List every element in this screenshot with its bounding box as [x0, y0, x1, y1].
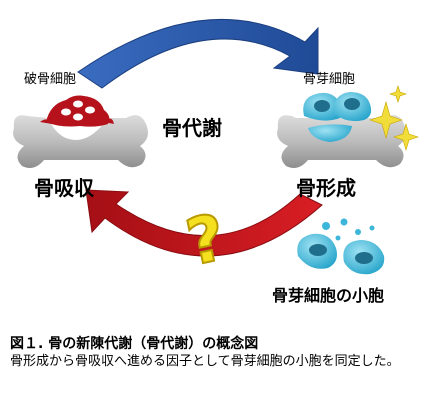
bone-resorption-label: 骨吸収 [34, 176, 94, 200]
bone-metabolism-diagram: ? 破骨細胞 骨芽細胞 骨代謝 骨吸収 骨形成 骨芽細胞の小胞 [13, 19, 419, 305]
vesicles-label: 骨芽細胞の小胞 [272, 286, 385, 305]
bone-metabolism-label: 骨代謝 [162, 116, 222, 140]
resorption-arrow [85, 189, 323, 257]
osteoclast-cell [40, 95, 114, 127]
left-bone [13, 115, 148, 168]
bone-formation-label: 骨形成 [296, 176, 356, 200]
vesicle-cells [297, 218, 385, 275]
question-mark-icon: ? [179, 200, 233, 282]
sparkle-icons [369, 85, 419, 152]
osteoblast-label: 骨芽細胞 [303, 72, 356, 87]
formation-arrow [77, 19, 319, 89]
question-mark: ? [180, 201, 232, 281]
figure-caption-title: 図１. 骨の新陳代謝（骨代謝）の概念図 [10, 336, 259, 352]
diagram-graphic: ? [13, 19, 419, 282]
figure-caption-body: 骨形成から骨吸収へ進める因子として骨芽細胞の小胞を同定した。 [10, 354, 400, 369]
osteoclast-label: 破骨細胞 [24, 72, 77, 87]
osteoblast-cells [303, 92, 372, 142]
